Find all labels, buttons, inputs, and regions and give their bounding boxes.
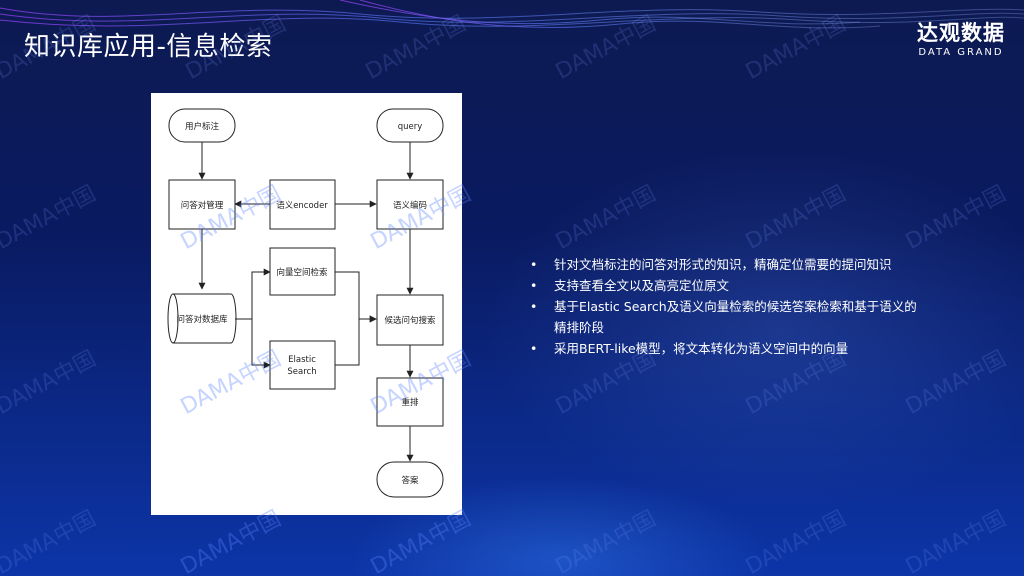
node-query-text: query — [398, 122, 423, 132]
brand-name-cn: 达观数据 — [917, 21, 1005, 45]
slide-title: 知识库应用-信息检索 — [24, 32, 273, 62]
watermark: DAMA中国 — [741, 11, 851, 85]
watermark: DAMA中国 — [741, 506, 851, 576]
edge-vector-search-to-candidate — [335, 271, 377, 323]
node-vector-search-text: 向量空间检索 — [276, 267, 327, 278]
flowchart-edges — [198, 142, 414, 462]
node-query: query — [376, 108, 444, 143]
node-rerank-text: 重排 — [401, 397, 419, 408]
watermark: DAMA中国 — [0, 181, 101, 255]
node-candidate-search: 候选问句搜索 — [376, 294, 444, 346]
node-qa-database: 问答对数据库 — [167, 293, 237, 344]
node-semantic-encoding-text: 语义编码 — [393, 200, 427, 211]
watermark: DAMA中国 — [551, 11, 661, 85]
node-qa-management-text: 问答对管理 — [181, 200, 224, 211]
node-answer-text: 答案 — [401, 475, 419, 486]
node-elastic-search-text-line1: Elastic — [288, 355, 316, 365]
node-semantic-encoding: 语义编码 — [376, 179, 444, 230]
watermark: DAMA中国 — [901, 506, 1011, 576]
watermark: DAMA中国 — [361, 11, 471, 85]
node-user-label-text: 用户标注 — [185, 121, 220, 132]
watermark: DAMA中国 — [901, 181, 1011, 255]
bullet-item: 采用BERT-like模型，将文本转化为语义空间中的向量 — [528, 338, 928, 359]
watermark: DAMA中国 — [551, 506, 661, 576]
edge-database-to-vector-search — [235, 268, 271, 320]
flowchart: 用户标注 query 问答对管理 语义encoder 语义编码 向量空间检索 — [167, 108, 444, 498]
bullet-item: 基于Elastic Search及语义向量检索的候选答案检索和基于语义的精排阶段 — [528, 296, 928, 338]
watermark: DAMA中国 — [741, 181, 851, 255]
bullet-item: 针对文档标注的问答对形式的知识，精确定位需要的提问知识 — [528, 254, 928, 275]
node-candidate-search-text: 候选问句搜索 — [384, 315, 435, 326]
node-qa-management: 问答对管理 — [168, 179, 236, 230]
bullet-item: 支持查看全文以及高亮定位原文 — [528, 275, 928, 296]
node-user-label: 用户标注 — [168, 108, 236, 143]
node-elastic-search: Elastic Search — [269, 340, 336, 390]
node-qa-database-text: 问答对数据库 — [176, 314, 228, 325]
brand-logo: 达观数据 DATA GRAND — [916, 20, 1006, 60]
node-vector-search: 向量空间检索 — [269, 247, 336, 296]
node-rerank: 重排 — [376, 377, 444, 427]
edge-elastic-search-to-candidate — [335, 315, 377, 366]
flowchart-panel: 用户标注 query 问答对管理 语义encoder 语义编码 向量空间检索 — [151, 93, 462, 515]
node-answer: 答案 — [376, 461, 444, 498]
watermark: DAMA中国 — [551, 181, 661, 255]
node-semantic-encoder-text: 语义encoder — [276, 200, 328, 211]
feature-bullet-list: 针对文档标注的问答对形式的知识，精确定位需要的提问知识 支持查看全文以及高亮定位… — [528, 254, 928, 359]
node-elastic-search-text-line2: Search — [287, 367, 316, 377]
watermark: DAMA中国 — [0, 346, 101, 420]
watermark: DAMA中国 — [0, 506, 101, 576]
node-semantic-encoder: 语义encoder — [269, 179, 336, 230]
brand-name-en: DATA GRAND — [918, 47, 1004, 58]
edge-database-to-elastic-search — [235, 318, 271, 369]
